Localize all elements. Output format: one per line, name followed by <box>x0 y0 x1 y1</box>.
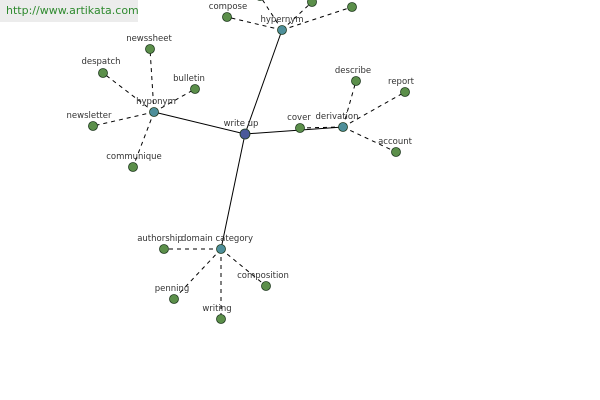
node-hyper-d[interactable] <box>347 2 357 12</box>
node-derivation[interactable] <box>338 122 348 132</box>
edge-derivation-account <box>342 126 397 153</box>
node-newssheet[interactable] <box>145 44 155 54</box>
node-cover[interactable] <box>295 123 305 133</box>
label-communique[interactable]: communique <box>106 152 162 162</box>
node-describe[interactable] <box>351 76 361 86</box>
label-report[interactable]: report <box>388 77 415 87</box>
node-writing[interactable] <box>216 314 226 324</box>
edge-domain-category-penning <box>173 248 222 300</box>
graph-labels: write up hypernym hyponym derivation domain … <box>67 2 415 314</box>
edge-hyponym-despatch <box>102 72 155 113</box>
label-newsletter[interactable]: newsletter <box>67 111 112 121</box>
edge-derivation-report <box>342 91 406 128</box>
label-describe[interactable]: describe <box>335 66 371 76</box>
node-compose[interactable] <box>222 12 232 22</box>
label-penning[interactable]: penning <box>155 284 190 294</box>
edge-hypernym-top-hyper-b <box>261 0 283 31</box>
edge-center-derivation <box>244 126 344 135</box>
edge-hyponym-newsletter <box>92 111 155 127</box>
edge-center-hyponym <box>153 111 246 135</box>
edge-center-hypernym-top <box>244 29 283 135</box>
label-newssheet[interactable]: newssheet <box>126 34 172 44</box>
label-despatch[interactable]: despatch <box>81 57 120 67</box>
label-composition[interactable]: composition <box>237 271 289 281</box>
node-hyper-b[interactable] <box>256 0 265 1</box>
label-account[interactable]: account <box>378 137 413 147</box>
edge-hyponym-communique <box>132 111 155 168</box>
label-hyponym[interactable]: hyponym <box>136 97 176 107</box>
label-cover[interactable]: cover <box>287 113 311 123</box>
node-communique[interactable] <box>128 162 138 172</box>
node-penning[interactable] <box>169 294 179 304</box>
label-authorship[interactable]: authorship <box>137 234 183 244</box>
node-write-up[interactable] <box>239 128 251 140</box>
label-bulletin[interactable]: bulletin <box>173 74 205 84</box>
edge-center-domain-category <box>220 133 246 250</box>
edge-derivation-cover <box>299 126 344 129</box>
edge-domain-category-composition <box>220 248 267 287</box>
label-writing[interactable]: writing <box>202 304 231 314</box>
node-domain-category[interactable] <box>216 244 226 254</box>
node-report[interactable] <box>400 87 410 97</box>
site-watermark[interactable]: http://www.artikata.com <box>0 0 138 22</box>
edge-hypernym-top-compose <box>226 16 283 31</box>
node-hyper-c[interactable] <box>307 0 317 7</box>
label-domain-category[interactable]: domain category <box>181 234 253 244</box>
label-hypernym-top[interactable]: hypernym <box>260 15 303 25</box>
node-hypernym-top[interactable] <box>277 25 287 35</box>
node-newsletter[interactable] <box>88 121 98 131</box>
label-compose[interactable]: compose <box>209 2 247 12</box>
node-hyponym[interactable] <box>149 107 159 117</box>
edge-hyponym-newssheet <box>149 48 155 113</box>
node-bulletin[interactable] <box>190 84 200 94</box>
label-derivation[interactable]: derivation <box>315 112 358 122</box>
node-despatch[interactable] <box>98 68 108 78</box>
edge-hypernym-top-hyper-c <box>281 1 313 31</box>
graph-nodes <box>88 0 410 324</box>
node-authorship[interactable] <box>159 244 169 254</box>
graph-edges <box>92 0 406 319</box>
node-composition[interactable] <box>261 281 271 291</box>
label-write-up[interactable]: write up <box>224 119 259 129</box>
node-account[interactable] <box>391 147 401 157</box>
